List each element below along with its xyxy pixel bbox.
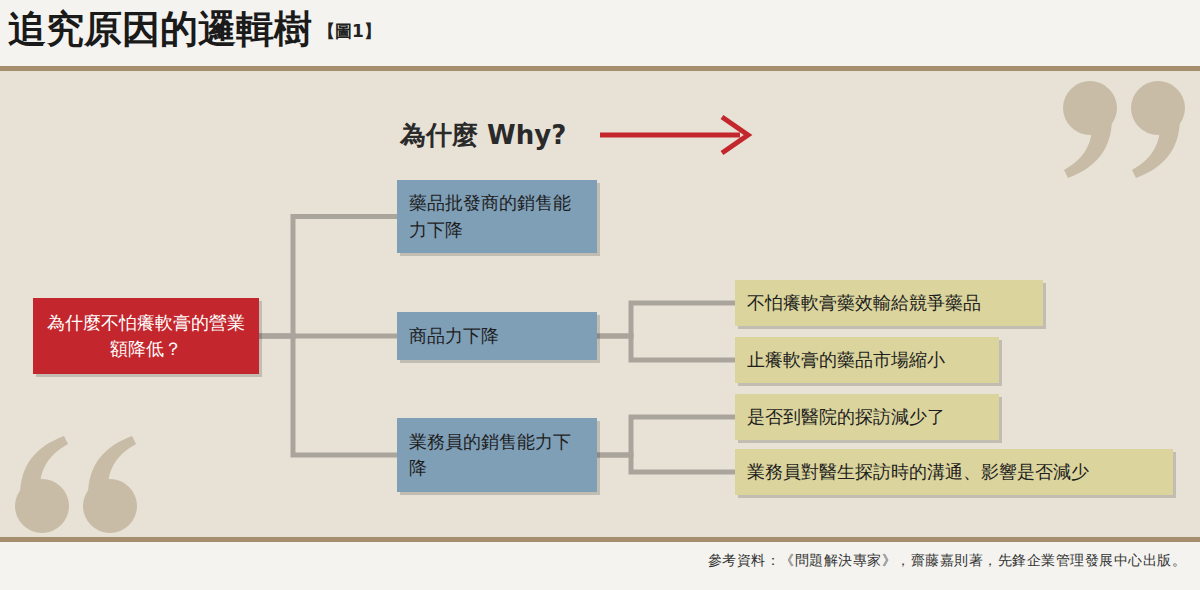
box-content: 商品力下降	[409, 323, 499, 349]
connector	[597, 303, 735, 336]
sub-cause-box: 不怕癢軟膏藥效輸給競爭藥品	[735, 280, 1043, 326]
sub-cause-box: 是否到醫院的探訪減少了	[735, 394, 999, 440]
why-heading: 為什麼 Why?	[400, 118, 566, 153]
sub-cause-box: 止癢軟膏的藥品市場縮小	[735, 337, 999, 383]
connector	[597, 455, 735, 472]
box-content: 業務員對醫生探訪時的溝通、影響是否減少	[747, 459, 1089, 484]
why-arrow	[600, 117, 748, 153]
box-text: 止癢軟膏的藥品市場縮小	[747, 347, 945, 372]
box-content: 業務員的銷售能力下降	[409, 429, 585, 481]
box-text: 不怕癢軟膏藥效輸給競爭藥品	[747, 290, 981, 315]
cause-box: 商品力下降	[397, 312, 597, 360]
cause-box: 業務員的銷售能力下降	[397, 418, 597, 492]
box-text: 是否到醫院的探訪減少了	[747, 404, 945, 429]
connector	[259, 217, 397, 337]
root-question-box: 為什麼不怕癢軟膏的營業額降低？	[33, 298, 259, 374]
sub-cause-box: 業務員對醫生探訪時的溝通、影響是否減少	[735, 449, 1173, 495]
box-text: 藥品批發商的銷售能力下降	[409, 190, 585, 242]
box-content: 為什麼不怕癢軟膏的營業額降低？	[45, 310, 247, 362]
figure-number: 【圖1】	[318, 20, 381, 43]
box-text: 業務員對醫生探訪時的溝通、影響是否減少	[747, 459, 1089, 484]
box-content: 藥品批發商的銷售能力下降	[409, 190, 585, 242]
box-text: 商品力下降	[409, 323, 499, 349]
box-content: 不怕癢軟膏藥效輸給競爭藥品	[747, 290, 981, 315]
box-content: 止癢軟膏的藥品市場縮小	[747, 347, 945, 372]
box-text: 業務員的銷售能力下降	[409, 429, 585, 481]
connector	[597, 336, 735, 360]
caption: 參考資料：《問題解決專家》，齋藤嘉則著，先鋒企業管理發展中心出版。	[708, 552, 1187, 570]
box-content: 是否到醫院的探訪減少了	[747, 404, 945, 429]
box-text: 為什麼不怕癢軟膏的營業額降低？	[45, 310, 247, 362]
quote-mark	[15, 81, 1185, 533]
connector	[259, 336, 397, 455]
title: 追究原因的邏輯樹	[8, 4, 312, 55]
connector	[597, 417, 735, 455]
cause-box: 藥品批發商的銷售能力下降	[397, 180, 597, 253]
